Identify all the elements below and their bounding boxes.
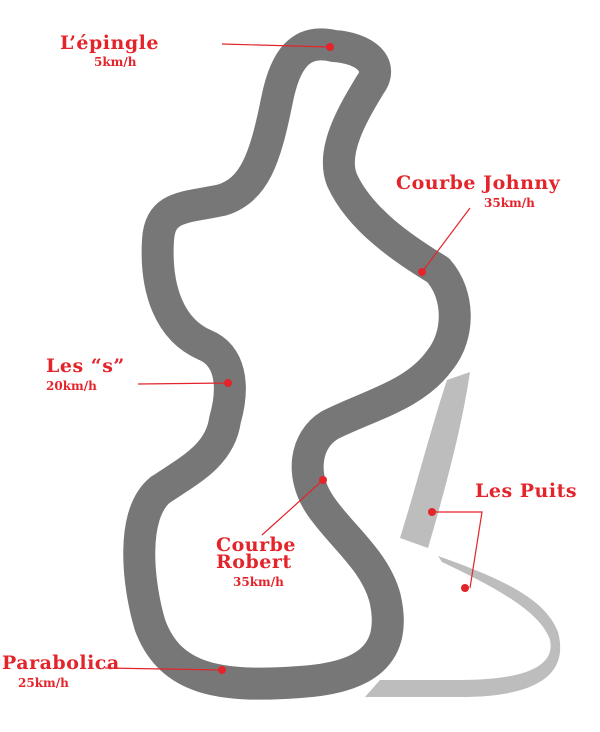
alternate-track (365, 372, 561, 697)
parabolica-leader (104, 667, 223, 671)
les-s-speed: 20km/h (46, 379, 97, 393)
parabolica-speed: 25km/h (18, 676, 69, 690)
les-s-marker (224, 379, 232, 387)
main-track (123, 28, 471, 700)
johnny-label: Courbe Johnny (396, 172, 561, 194)
parabolica-marker (218, 666, 226, 674)
les-s-leader (137, 382, 229, 385)
robert-leader (261, 479, 324, 536)
robert-label-line1: Courbe (216, 534, 296, 556)
johnny-leader (421, 207, 471, 273)
johnny-speed: 35km/h (484, 196, 535, 210)
robert-label-line2: Robert (216, 551, 292, 573)
puits-leader (432, 511, 483, 589)
robert-marker (319, 476, 327, 484)
les-s-label: Les “s” (46, 355, 125, 377)
epingle-speed: 5km/h (94, 55, 137, 69)
leader-lines (104, 43, 483, 674)
les-puits-upper-section (400, 372, 470, 548)
epingle-marker (326, 43, 334, 51)
epingle-label: L’épingle (60, 32, 159, 54)
puits-marker-upper (428, 508, 436, 516)
puits-marker-lower (461, 584, 469, 592)
puits-label: Les Puits (475, 480, 578, 502)
les-puits-lower-section (365, 556, 561, 697)
epingle-leader (221, 43, 331, 48)
johnny-marker (418, 268, 426, 276)
robert-speed: 35km/h (233, 575, 284, 589)
parabolica-label: Parabolica (2, 652, 120, 674)
